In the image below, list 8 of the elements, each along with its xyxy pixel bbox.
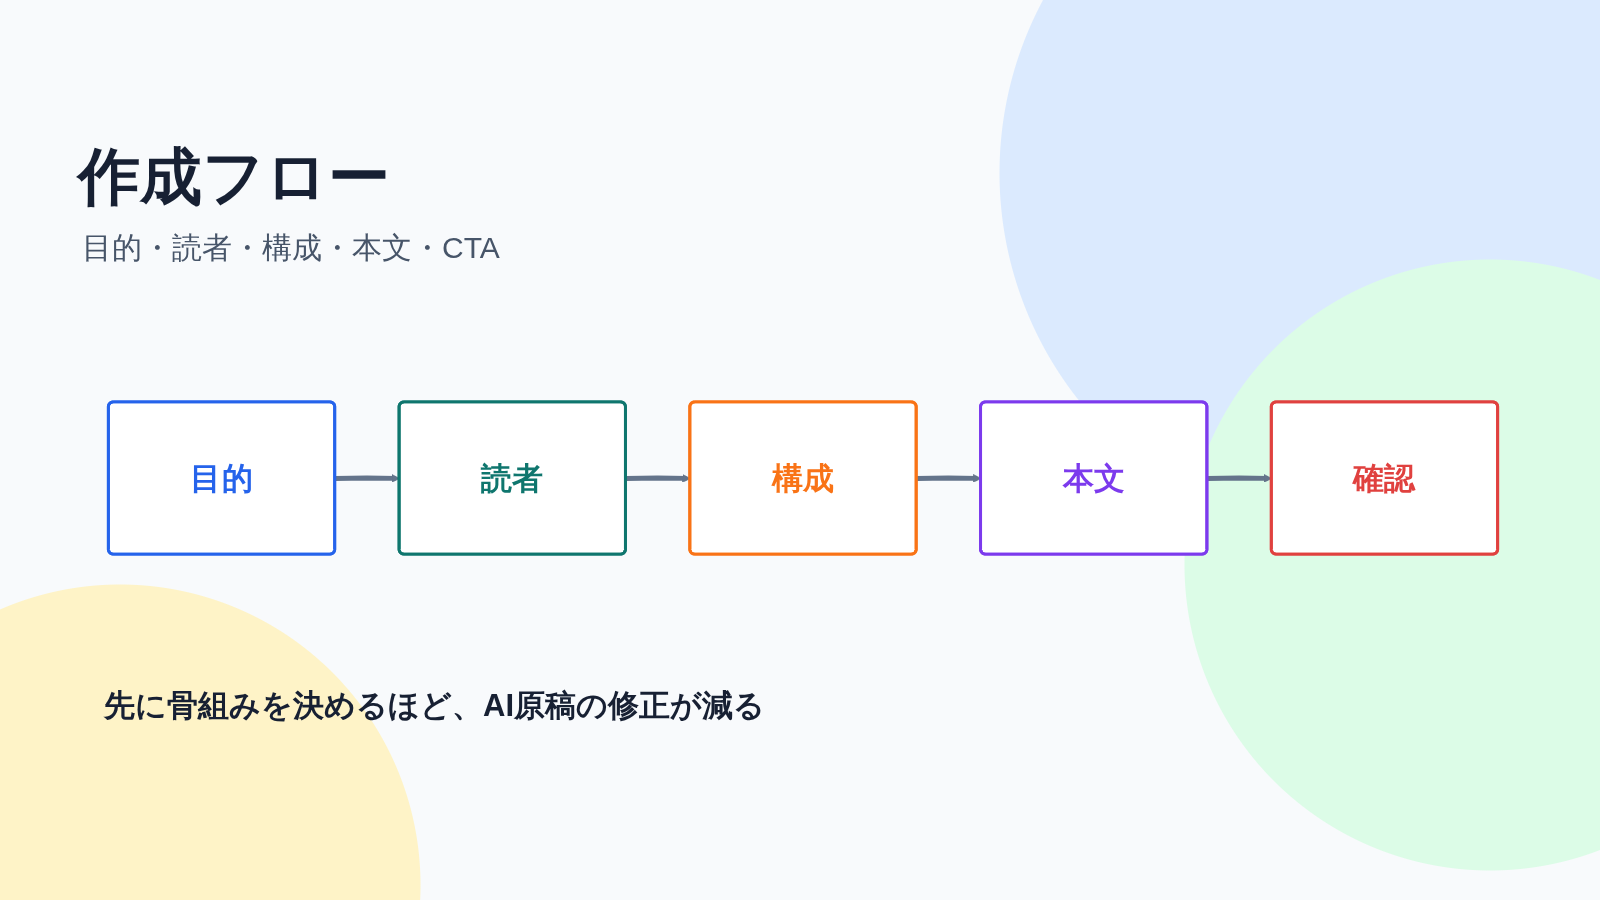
subtitle: 目的・読者・構成・本文・CTA [82, 230, 500, 266]
process-box: 確認 [1269, 400, 1500, 556]
note: 先に骨組みを決めるほど、AI原稿の修正が減る [104, 687, 765, 725]
process-box: 読者 [397, 400, 627, 556]
title: 作成フロー [78, 141, 390, 213]
process-box: 目的 [106, 400, 337, 556]
process-box: 本文 [979, 400, 1209, 556]
process-box: 構成 [688, 400, 918, 556]
